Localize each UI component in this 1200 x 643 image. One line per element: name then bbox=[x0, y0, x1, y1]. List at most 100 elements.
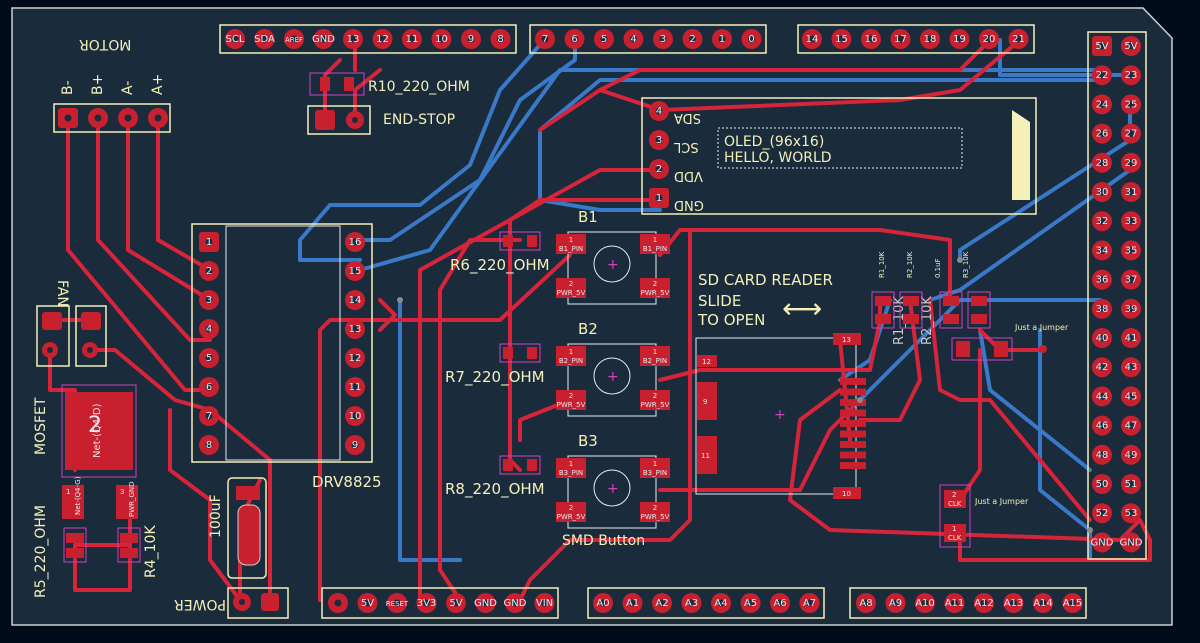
right_col_a-pin-3-label: 26 bbox=[1096, 129, 1109, 140]
clk-pad2-number: 2 bbox=[952, 491, 956, 499]
bottom_analog_b-pin-0-label: A8 bbox=[859, 598, 872, 609]
bottom_analog_a-pin-3-label: A3 bbox=[685, 598, 698, 609]
b1-label: B1 bbox=[578, 208, 598, 226]
right_col_a-pin-5: 30 bbox=[1092, 182, 1112, 202]
bottom_power-pin-1-label: 5V bbox=[361, 598, 374, 609]
motor-pin-1 bbox=[88, 108, 108, 128]
top_mid-pin-7-label: 0 bbox=[748, 34, 754, 45]
right_col_b-pin-11: 43 bbox=[1121, 357, 1141, 378]
right_col_a-pin-6: 32 bbox=[1092, 211, 1112, 232]
oled-pin-1-label: 3 bbox=[656, 135, 662, 146]
r4-label: R4_10K bbox=[143, 525, 159, 578]
sd-pad-12: 12 bbox=[702, 358, 711, 366]
right_col_b-pin-4: 29 bbox=[1121, 152, 1141, 173]
top_left-pin-7-label: 10 bbox=[435, 34, 448, 45]
drv-right-pin-7-label: 9 bbox=[352, 440, 358, 451]
right_col_b-pin-0-label: 5V bbox=[1124, 41, 1137, 52]
top_mid-pin-2-label: 5 bbox=[601, 34, 607, 45]
bottom_analog_b-pin-1-label: A9 bbox=[889, 598, 902, 609]
sd-line3: TO OPEN bbox=[697, 311, 765, 329]
capacitor-100uf: 100uF bbox=[208, 477, 267, 579]
right_col_b-pin-5: 31 bbox=[1121, 182, 1141, 202]
right_col_a-pin-9: 38 bbox=[1092, 298, 1112, 319]
bottom_power-pin-4-label: 5V bbox=[449, 598, 462, 609]
clk-pad2-label: CLK bbox=[948, 500, 962, 508]
drv-right-pin-2: 14 bbox=[345, 290, 365, 310]
fan-label: FAN bbox=[54, 280, 70, 307]
motor-pin-label-2: A- bbox=[120, 81, 136, 95]
top_right-pin-0-label: 14 bbox=[806, 34, 819, 45]
jumper-2-clk: Just a Jumper 2 CLK 1 CLK bbox=[939, 484, 1029, 548]
motor-pin-2 bbox=[118, 108, 138, 128]
right_col_a-pin-6-label: 32 bbox=[1096, 216, 1109, 227]
bottom_power-pin-4: 5V bbox=[446, 593, 466, 613]
top_right-pin-0: 14 bbox=[802, 29, 822, 49]
drv-left-pin-0-label: 1 bbox=[206, 237, 212, 248]
drv-left-pin-1: 2 bbox=[199, 261, 219, 281]
top_right-pin-5-label: 19 bbox=[953, 34, 966, 45]
top_mid-pin-1-label: 6 bbox=[571, 34, 577, 45]
drv-right-pin-3-label: 13 bbox=[349, 324, 362, 335]
top_right-pin-7: 21 bbox=[1008, 29, 1029, 49]
b2-pad-number-0: 1 bbox=[569, 348, 573, 356]
top_mid-pin-3-label: 4 bbox=[630, 34, 636, 45]
b2-pad-1: B2_PIN bbox=[643, 357, 667, 365]
top_left-pin-3: GND bbox=[312, 29, 335, 49]
right_col_b-pin-3: 27 bbox=[1121, 123, 1141, 144]
button-b1: B1+1B1_PIN1B1_PIN2PWR_5V2PWR_5VR6_220_OH… bbox=[450, 208, 670, 305]
bottom_analog_a-pin-4: A4 bbox=[711, 593, 731, 613]
oled-pin-1: 3 bbox=[649, 130, 669, 150]
top_left-pin-4-label: 13 bbox=[347, 34, 360, 45]
b2-pad-number-1: 1 bbox=[653, 348, 657, 356]
sd-line2: SLIDE bbox=[698, 292, 741, 310]
mosfet-number: 2 bbox=[88, 413, 102, 438]
right_col_b-pin-5-label: 31 bbox=[1125, 187, 1138, 198]
top_mid-pin-4: 3 bbox=[653, 29, 673, 49]
oled-pin-3-label: 1 bbox=[656, 193, 662, 204]
sd-pad-9: 9 bbox=[703, 398, 707, 406]
b3-pad-number-2: 2 bbox=[569, 504, 573, 512]
bottom_analog_a-pin-5-label: A5 bbox=[744, 598, 757, 609]
bottom_analog_a-pin-0: A0 bbox=[593, 593, 613, 613]
sd-contact-2 bbox=[840, 399, 866, 406]
b1-pad-number-0: 1 bbox=[569, 236, 573, 244]
power-label: POWER bbox=[174, 596, 226, 612]
top_right-pin-2: 16 bbox=[861, 29, 881, 49]
bottom_analog_a-pin-3: A3 bbox=[681, 593, 702, 613]
motor-pin-label-0: B- bbox=[60, 80, 76, 95]
mosfet-pad3-number: 3 bbox=[120, 488, 124, 496]
bottom_analog_b-pin-2-label: A10 bbox=[915, 598, 935, 609]
right_col_a-pin-13-label: 46 bbox=[1096, 421, 1109, 432]
right_col_a-pin-14: 48 bbox=[1092, 444, 1112, 465]
sd-contact-8 bbox=[840, 462, 866, 469]
top_mid-pin-4-label: 3 bbox=[660, 34, 666, 45]
right_col_b-pin-2-label: 25 bbox=[1125, 99, 1138, 110]
cap-label: 100uF bbox=[208, 494, 224, 538]
bottom_analog_b-pin-6: A14 bbox=[1033, 593, 1053, 613]
bottom_power-pin-7: VIN bbox=[534, 593, 555, 613]
right_col_b-pin-9-label: 39 bbox=[1125, 304, 1138, 315]
right_col_a-pin-7-label: 34 bbox=[1096, 245, 1109, 256]
b2-origin-marker-icon: + bbox=[607, 369, 619, 385]
b3-pad-3: PWR_5V bbox=[641, 513, 670, 521]
drv-left-pin-4: 5 bbox=[199, 348, 219, 368]
bottom_analog_a-pin-7-label: A7 bbox=[803, 598, 816, 609]
right_col_a-pin-2-label: 24 bbox=[1096, 99, 1109, 110]
top_right-pin-1: 15 bbox=[831, 29, 852, 49]
bottom_analog_b-pin-2: A10 bbox=[915, 593, 935, 613]
oled-pin-label-1: SCL bbox=[673, 139, 698, 154]
oled-pin-2-label: 2 bbox=[656, 164, 662, 175]
drv-right-pin-4: 12 bbox=[345, 348, 365, 368]
right_col_b-pin-12-label: 45 bbox=[1125, 391, 1138, 402]
mosfet-pad1-net: Net-(Q4-G) bbox=[74, 476, 82, 515]
top_right-pin-1-label: 15 bbox=[835, 34, 848, 45]
right_col_b-pin-6-label: 33 bbox=[1125, 216, 1138, 227]
drv-right-pin-0: 16 bbox=[345, 232, 365, 252]
b2-pad-number-3: 2 bbox=[653, 392, 657, 400]
right_col_b-pin-3-label: 27 bbox=[1125, 129, 1138, 140]
bottom_analog_a-pin-6-label: A6 bbox=[773, 598, 786, 609]
bottom_power-pin-6: GND bbox=[504, 593, 527, 613]
